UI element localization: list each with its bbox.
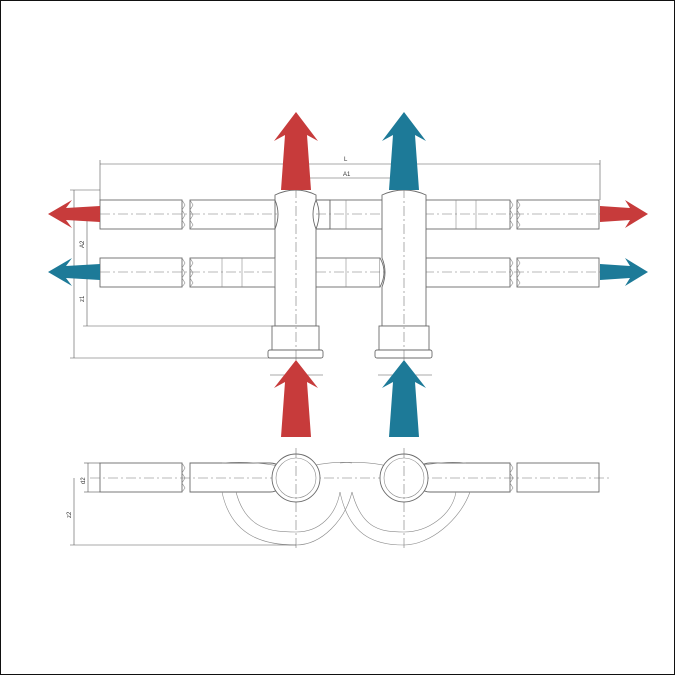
dim-label-A1: A1 [343, 172, 351, 178]
dim-label-L: L [344, 157, 348, 163]
side-view: d2 z2 [67, 448, 610, 550]
flow-arrows [48, 112, 648, 437]
dim-label-z1: z1 [80, 295, 86, 302]
hot-left-arrow [48, 200, 100, 228]
hot-horizontal-pipe [64, 199, 640, 230]
cold-horizontal-pipe [64, 257, 640, 288]
cold-right-arrow [600, 258, 648, 286]
dim-label-d2: d2 [81, 477, 87, 484]
top-view: L A1 A2 z1 [48, 112, 648, 437]
dim-label-z2: z2 [67, 511, 73, 518]
cold-left-arrow [48, 258, 100, 286]
hot-riser [267, 170, 324, 380]
cold-inlet-up-arrow [382, 360, 426, 437]
hot-riser-up-arrow [274, 112, 318, 190]
hot-right-arrow [600, 200, 648, 228]
cold-riser [374, 170, 433, 380]
hot-inlet-up-arrow [274, 360, 318, 437]
cold-riser-up-arrow [382, 112, 426, 190]
dim-label-A2: A2 [80, 240, 86, 248]
